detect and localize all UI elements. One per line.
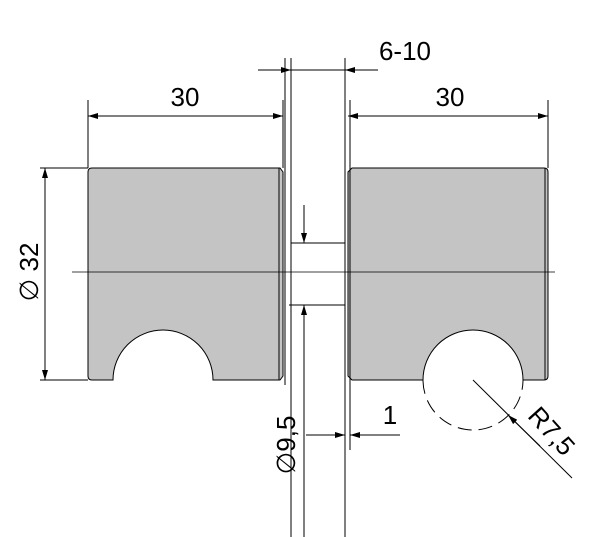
diameter-label: ∅ 32 [14,243,44,302]
left-knob [87,167,284,381]
right-knob [347,167,549,381]
radius-label: R7,5 [522,401,581,462]
chamfer-label: 1 [383,400,397,430]
left-width-label: 30 [171,82,200,112]
spacer-diameter-label: ∅9,5 [271,416,301,475]
right-width-label: 30 [436,82,465,112]
cutout-hidden-circle [422,379,524,431]
gap-label: 6-10 [379,36,431,66]
